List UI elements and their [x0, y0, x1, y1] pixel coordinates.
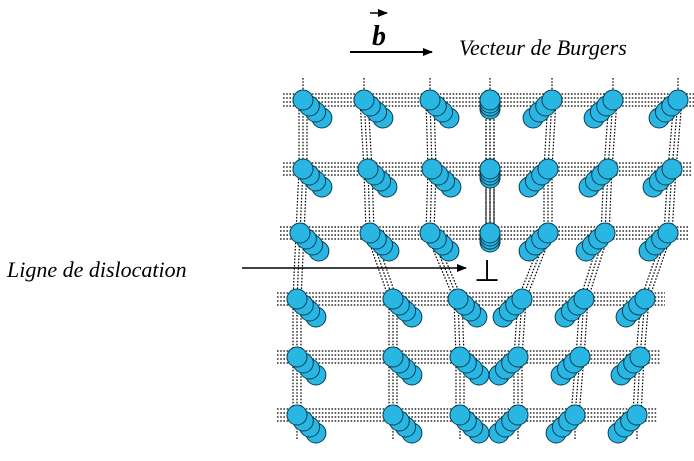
lattice-bond — [671, 99, 679, 170]
atom — [382, 346, 404, 368]
lattice-atoms — [286, 89, 689, 444]
atom — [602, 89, 624, 111]
lattice-bond — [579, 232, 602, 300]
lattice-bond — [363, 168, 367, 234]
lattice-bond — [365, 232, 390, 300]
atom — [359, 222, 381, 244]
lattice-bond — [517, 232, 545, 300]
atom — [507, 346, 529, 368]
lattice-bond — [675, 99, 683, 170]
atom — [447, 288, 469, 310]
atom — [421, 158, 443, 180]
atom — [537, 222, 559, 244]
atom — [661, 158, 683, 180]
dislocation-callout: Ligne de dislocation ⊥ — [6, 254, 500, 289]
burgers-label: Vecteur de Burgers — [459, 35, 627, 60]
lattice-bond — [433, 232, 463, 300]
lattice-bond — [583, 232, 606, 300]
atom — [569, 346, 591, 368]
lattice-bond — [373, 232, 398, 300]
atom — [419, 222, 441, 244]
burgers-vector: b Vecteur de Burgers — [350, 9, 627, 60]
atom — [657, 222, 679, 244]
lattice-bond — [640, 232, 665, 300]
atom — [286, 346, 308, 368]
atom — [449, 404, 471, 426]
lattice-bond — [521, 232, 549, 300]
atom — [594, 222, 616, 244]
edge-dislocation-symbol: ⊥ — [474, 254, 500, 289]
lattice-bond — [608, 168, 613, 234]
lattice-bond — [648, 232, 673, 300]
lattice-bond — [587, 232, 610, 300]
lattice-bond — [369, 232, 394, 300]
lattice-bond — [429, 232, 459, 300]
atom — [289, 222, 311, 244]
atom — [537, 158, 559, 180]
lattice-bond — [603, 99, 610, 170]
atom — [449, 346, 471, 368]
atom — [507, 404, 529, 426]
atom — [382, 404, 404, 426]
lattice-bond — [644, 232, 669, 300]
lattice-bond — [292, 232, 297, 300]
lattice-bond — [611, 99, 618, 170]
atom — [667, 89, 689, 111]
burgers-symbol: b — [372, 21, 386, 52]
atom — [564, 404, 586, 426]
lattice-bond — [671, 168, 677, 234]
atom — [626, 404, 648, 426]
atom — [634, 288, 656, 310]
dislocation-line-label: Ligne de dislocation — [6, 257, 187, 282]
atom-extra-half-plane — [479, 222, 501, 244]
lattice-bond — [525, 232, 553, 300]
atom — [292, 89, 314, 111]
atom — [419, 89, 441, 111]
atom — [541, 89, 563, 111]
atom — [511, 288, 533, 310]
atom — [353, 89, 375, 111]
lattice-bond — [425, 232, 455, 300]
atom — [597, 158, 619, 180]
atom — [286, 404, 308, 426]
atom-extra-half-plane — [479, 89, 501, 111]
lattice-bond — [607, 99, 614, 170]
atom — [292, 158, 314, 180]
lattice-bond — [425, 168, 429, 234]
atom — [573, 288, 595, 310]
lattice-bond — [667, 99, 675, 170]
atom — [629, 346, 651, 368]
lattice-bond — [295, 168, 300, 234]
atom — [382, 288, 404, 310]
atom — [286, 288, 308, 310]
atom-extra-half-plane — [479, 158, 501, 180]
atom — [357, 158, 379, 180]
